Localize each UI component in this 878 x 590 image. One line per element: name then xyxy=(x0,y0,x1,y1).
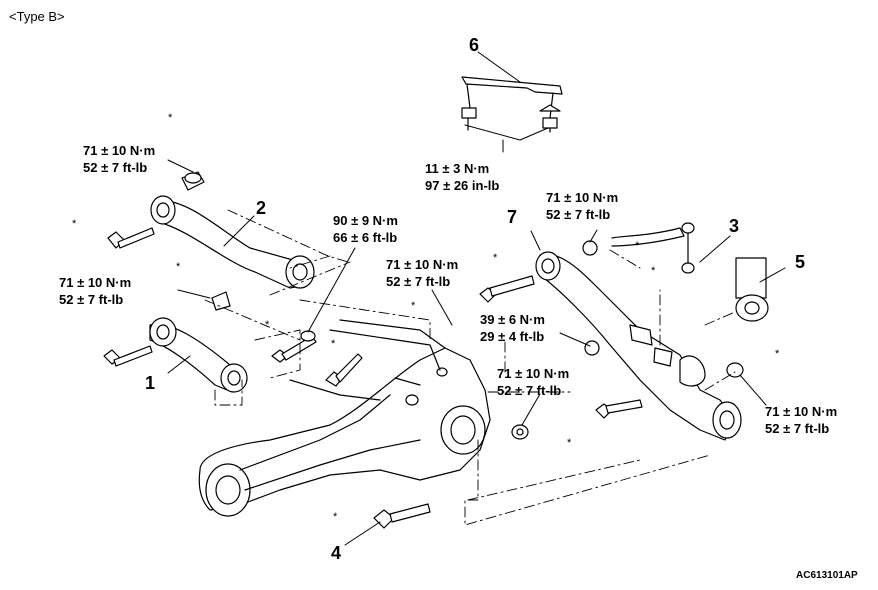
torque-bottom-imperial: 52 ± 7 ft-lb xyxy=(497,383,562,398)
torque-trailing-imperial: 29 ± 4 ft-lb xyxy=(480,329,545,344)
bottom-washer xyxy=(511,424,529,440)
knuckle-crossmember xyxy=(198,319,491,517)
trailing-arm-part xyxy=(535,251,742,441)
asterisk-marker: * xyxy=(331,338,336,350)
lower-right-bolt xyxy=(595,399,643,419)
asterisk-marker: * xyxy=(775,348,780,360)
trailing-arm-bolt xyxy=(479,275,535,303)
asterisk-marker: * xyxy=(493,252,498,264)
center-bolt-lower xyxy=(325,353,363,387)
callout-3: 3 xyxy=(729,216,740,236)
torque-center-metric: 90 ± 9 N·m xyxy=(333,213,398,228)
trailing-arm-nut xyxy=(584,340,600,356)
upper-arm-bolt xyxy=(107,227,155,249)
upper-arm-part xyxy=(150,171,315,289)
lower-arm-bolt xyxy=(103,345,153,367)
asterisk-marker: * xyxy=(333,511,338,523)
torque-right-imperial: 52 ± 7 ft-lb xyxy=(765,421,830,436)
torque-right-metric: 71 ± 10 N·m xyxy=(765,404,838,419)
torque-bottom-metric: 71 ± 10 N·m xyxy=(497,366,570,381)
torque-trailing: 39 ± 6 N·m 29 ± 4 ft-lb xyxy=(480,311,545,345)
torque-mid-imperial: 52 ± 7 ft-lb xyxy=(386,274,451,289)
center-bolt-upper xyxy=(271,330,317,363)
asterisk-marker: * xyxy=(265,319,270,331)
asterisk-marker: * xyxy=(635,240,640,252)
callout-6: 6 xyxy=(469,35,480,55)
torque-mid: 71 ± 10 N·m 52 ± 7 ft-lb xyxy=(386,256,458,290)
callout-4: 4 xyxy=(331,543,342,563)
callout-5: 5 xyxy=(795,252,806,272)
torque-lower-arm-imperial: 52 ± 7 ft-lb xyxy=(59,292,124,307)
right-nut xyxy=(726,362,744,378)
torque-stabilizer: 11 ± 3 N·m 97 ± 26 in-lb xyxy=(425,160,499,194)
torque-mid-metric: 71 ± 10 N·m xyxy=(386,257,459,272)
figure-code: AC613101AP xyxy=(796,570,858,581)
torque-stabilizer-metric: 11 ± 3 N·m xyxy=(425,161,490,176)
torque-upper-arm-metric: 71 ± 10 N·m xyxy=(83,143,156,158)
torque-lower-arm: 71 ± 10 N·m 52 ± 7 ft-lb xyxy=(59,274,131,308)
lower-arm-part xyxy=(149,291,248,393)
assembly-lines xyxy=(204,209,736,526)
asterisk-marker: * xyxy=(411,300,416,312)
asterisk-marker: * xyxy=(567,437,572,449)
torque-right: 71 ± 10 N·m 52 ± 7 ft-lb xyxy=(765,403,837,437)
torque-stabilizer-imperial: 97 ± 26 in-lb xyxy=(425,178,500,193)
asterisk-marker: * xyxy=(168,112,173,124)
callout-7: 7 xyxy=(507,207,518,227)
torque-center-imperial: 66 ± 6 ft-lb xyxy=(333,230,398,245)
leader-lines xyxy=(167,51,786,546)
asterisk-marker: * xyxy=(651,265,656,277)
torque-link-metric: 71 ± 10 N·m xyxy=(546,190,619,205)
torque-upper-arm: 71 ± 10 N·m 52 ± 7 ft-lb xyxy=(83,142,155,176)
asterisk-marker: * xyxy=(72,218,77,230)
torque-bottom: 71 ± 10 N·m 52 ± 7 ft-lb xyxy=(497,365,569,399)
stabilizer-link-part xyxy=(582,222,695,274)
torque-lower-arm-metric: 71 ± 10 N·m xyxy=(59,275,132,290)
asterisk-marker: * xyxy=(176,261,181,273)
stabilizer-bar-part xyxy=(461,76,563,133)
torque-upper-arm-imperial: 52 ± 7 ft-lb xyxy=(83,160,148,175)
torque-link-imperial: 52 ± 7 ft-lb xyxy=(546,207,611,222)
bottom-bolt-part xyxy=(373,503,431,529)
callout-2: 2 xyxy=(256,198,267,218)
type-label: <Type B> xyxy=(9,9,65,24)
torque-trailing-metric: 39 ± 6 N·m xyxy=(480,312,545,327)
callout-1: 1 xyxy=(145,373,156,393)
torque-link: 71 ± 10 N·m 52 ± 7 ft-lb xyxy=(546,189,618,223)
torque-center: 90 ± 9 N·m 66 ± 6 ft-lb xyxy=(333,212,398,246)
shock-absorber-part xyxy=(735,257,769,322)
